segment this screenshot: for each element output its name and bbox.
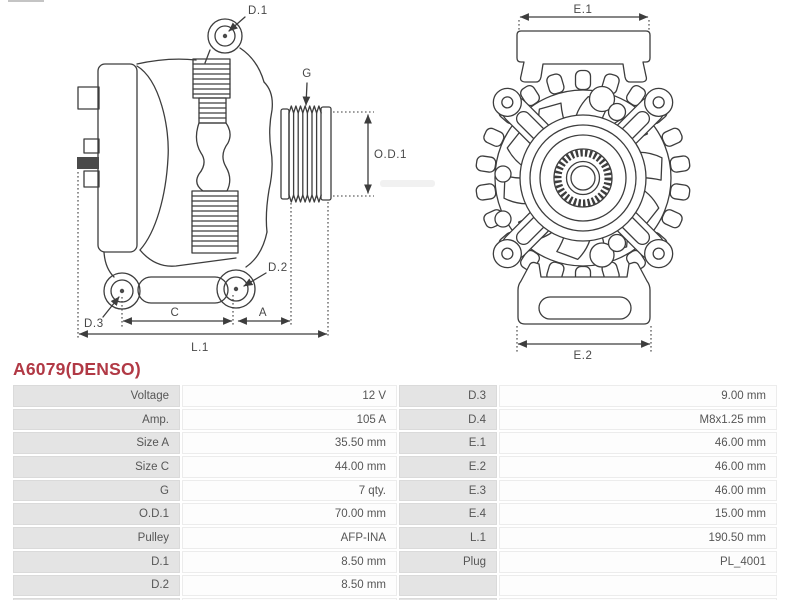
spec-row-d2: D.2 8.50 mm [13,574,777,597]
spec-value: 190.50 mm [499,527,777,549]
spec-label: O.D.1 [13,503,180,526]
pulley [280,105,332,203]
spec-value [182,598,397,600]
dim-label-l1: L.1 [191,342,209,354]
mount-ear-d1 [207,18,243,54]
alternator-diagrams: D.1 G O.D.1 D.2 D.3 C A L.1 [8,0,691,362]
spec-value: PL_4001 [499,550,777,573]
spec-value: 46.00 mm [499,432,777,455]
spec-value: 105 A [182,408,397,431]
spec-value: 8.50 mm [182,574,397,597]
spec-row-d1: D.1 8.50 mm Plug PL_4001 [13,550,777,573]
spec-label: D.2 [13,574,180,597]
spec-row-pulley: Pulley AFP-INA L.1 190.50 mm [13,527,777,549]
spec-label: Plug [399,550,497,573]
spec-value: 7 qty. [182,479,397,502]
spec-label [13,598,180,600]
spec-label: E.1 [399,432,497,455]
bracket-slot [538,296,632,320]
spec-label: Size A [13,432,180,455]
spec-value: M8x1.25 mm [499,408,777,431]
dim-label-d2: D.2 [268,262,288,274]
spec-value: 35.50 mm [182,432,397,455]
spec-value: 44.00 mm [182,456,397,478]
side-view-drawing: D.1 G O.D.1 D.2 D.3 C A L.1 [77,5,407,354]
spec-table: Voltage 12 V D.3 9.00 mm Amp. 105 A D.4 … [13,385,777,600]
dim-label-a: A [259,307,267,319]
top-bracket [516,30,651,83]
spec-row-size-c: Size C 44.00 mm E.2 46.00 mm [13,456,777,478]
dim-label-od1: O.D.1 [374,149,407,161]
part-number-title: A6079(DENSO) [13,359,141,379]
spec-value: 12 V [182,385,397,407]
spec-value: 46.00 mm [499,479,777,502]
dim-label-d3: D.3 [84,318,104,330]
spec-label: D.3 [399,385,497,407]
spec-value: 70.00 mm [182,503,397,526]
bottom-bracket [517,261,651,325]
mount-lug-d3 [103,272,141,310]
dim-label-d1: D.1 [248,5,268,17]
dim-label-e1: E.1 [573,4,592,16]
crop-artifact [8,0,44,2]
spec-value [499,598,777,600]
shaft-hub [519,114,647,242]
dim-label-e2: E.2 [573,350,592,362]
spec-label: Voltage [13,385,180,407]
spec-value: 9.00 mm [499,385,777,407]
terminal-block [77,157,99,169]
spec-label: E.2 [399,456,497,478]
stator-fins [191,58,239,254]
spec-row-size-a: Size A 35.50 mm E.1 46.00 mm [13,432,777,455]
mount-lug-d2 [216,269,256,309]
spec-label: Pulley [13,527,180,549]
spec-label: E.3 [399,479,497,502]
spec-label: Amp. [13,408,180,431]
spec-label: L.1 [399,527,497,549]
spec-row-voltage: Voltage 12 V D.3 9.00 mm [13,385,777,407]
spec-value: 8.50 mm [182,550,397,573]
spec-label: D.4 [399,408,497,431]
spec-row-amp: Amp. 105 A D.4 M8x1.25 mm [13,408,777,431]
spec-row-od1: O.D.1 70.00 mm E.4 15.00 mm [13,503,777,526]
spec-label [399,574,497,597]
spec-row-g: G 7 qty. E.3 46.00 mm [13,479,777,502]
spec-row-clipped [13,598,777,600]
spec-value: AFP-INA [182,527,397,549]
watermark-dash [380,180,435,187]
spec-label: E.4 [399,503,497,526]
spec-value [499,574,777,597]
spec-value: 46.00 mm [499,456,777,478]
front-view-drawing: E.1 E.2 [475,4,691,362]
spec-label [399,598,497,600]
dim-label-g: G [302,68,312,80]
spec-value: 15.00 mm [499,503,777,526]
dim-label-c: C [171,307,180,319]
spec-label: Size C [13,456,180,478]
spec-label: G [13,479,180,502]
spec-label: D.1 [13,550,180,573]
